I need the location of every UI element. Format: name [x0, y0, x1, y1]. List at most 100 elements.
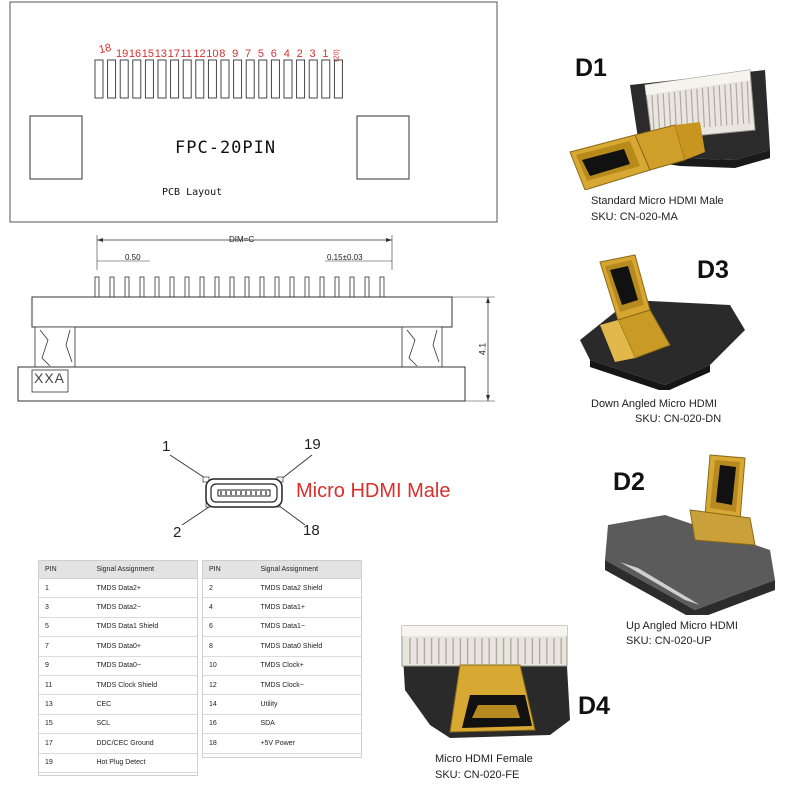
- d3-adapter-illustration: [580, 254, 745, 390]
- pcb-pin-number: 17: [167, 48, 180, 60]
- signal-assignment-cell: TMDS Data0 Shield: [254, 636, 361, 657]
- pcb-pad: [157, 59, 167, 99]
- pcb-pad: [220, 59, 230, 99]
- signal-assignment-cell: DDC/CEC Ground: [90, 733, 197, 754]
- pcb-pin-number: 18: [97, 41, 113, 57]
- side-view-pin: [259, 276, 265, 298]
- product-d2: D2 Up Angled Micro HDMI SKU: CN-020-UP: [590, 450, 800, 650]
- side-view-pin: [184, 276, 190, 298]
- side-view-pin: [169, 276, 175, 298]
- signal-assignment-cell: Hot Plug Detect: [90, 753, 197, 773]
- pcb-pin-number: 6: [270, 48, 277, 60]
- product-code-d4: D4: [578, 692, 610, 720]
- product-code-d1: D1: [575, 54, 607, 82]
- fpc-contact: [685, 90, 689, 130]
- side-view-pin: [214, 276, 220, 298]
- side-view-drawing: [17, 235, 495, 402]
- pcb-pin-number: 1: [322, 48, 329, 60]
- pcb-pin-number: 5: [257, 48, 265, 60]
- d4-adapter-illustration: [401, 625, 570, 738]
- pcb-pad: [333, 59, 343, 99]
- pin-number-cell: 7: [39, 636, 91, 657]
- side-view-pin: [274, 276, 280, 298]
- connector-side-view: DIM=C 0.50 0.15±0.03 4.1 XXA: [0, 230, 500, 415]
- pcb-pad: [308, 59, 318, 99]
- signal-assignment-cell: TMDS Data1−: [254, 617, 361, 638]
- fpc-contact: [657, 94, 661, 132]
- micro-hdmi-port-diagram: [169, 454, 313, 526]
- pin-number-cell: 3: [39, 597, 91, 618]
- signal-assignment-cell: TMDS Data1 Shield: [90, 617, 197, 638]
- fpc-contact: [651, 94, 655, 133]
- side-view-pin: [379, 276, 385, 298]
- pcb-pad: [296, 59, 306, 99]
- side-view-pin: [289, 276, 295, 298]
- pcb-pad: [170, 59, 180, 99]
- fpc-contact: [724, 84, 728, 126]
- pin-number-cell: 16: [203, 714, 255, 735]
- fpc-contact: [701, 87, 705, 128]
- tolerance-label: 0.15±0.03: [327, 253, 363, 262]
- product-sku-d4: SKU: CN-020-FE: [435, 769, 520, 781]
- side-view-pin: [319, 276, 325, 298]
- pin-number-cell: 19: [39, 753, 91, 773]
- fpc-contact: [735, 82, 739, 125]
- signal-assignment-cell: TMDS Data2−: [90, 597, 197, 618]
- pin-number-cell: 10: [203, 656, 255, 676]
- table-header-row: PIN Signal Assignment: [203, 561, 361, 579]
- connector-label: FPC-20PIN: [175, 138, 277, 158]
- table-header-row: PIN Signal Assignment: [39, 561, 197, 579]
- signal-column-header: Signal Assignment: [254, 561, 361, 579]
- side-view-pin: [349, 276, 355, 298]
- product-code-d3: D3: [697, 256, 729, 284]
- pin-number-cell: 2: [203, 578, 255, 599]
- signal-assignment-cell: TMDS Data2+: [90, 578, 197, 599]
- side-view-pin: [304, 276, 310, 298]
- side-view-pin: [154, 276, 160, 298]
- hdmi-pin-18-label: 18: [303, 522, 320, 539]
- pin-number-cell: 5: [39, 617, 91, 638]
- pin-column-header: PIN: [203, 561, 255, 579]
- pcb-pin-number: 12: [193, 48, 206, 60]
- side-view-pin: [94, 276, 100, 298]
- pcb-pin-number: 4: [283, 48, 290, 60]
- fpc-contact: [746, 81, 750, 124]
- pcb-pin-number: 9: [232, 48, 239, 60]
- fpc-contact: [741, 82, 745, 125]
- pin-number-cell: 1: [39, 578, 91, 599]
- pcb-pad: [195, 59, 205, 99]
- signal-assignment-cell: TMDS Data0−: [90, 656, 197, 676]
- d1-adapter-illustration: [569, 69, 770, 190]
- side-view-pin: [109, 276, 115, 298]
- micro-hdmi-title: Micro HDMI Male: [296, 480, 451, 502]
- product-sku-d1: SKU: CN-020-MA: [591, 211, 678, 223]
- pcb-pin-number: 16: [128, 48, 142, 60]
- hdmi-pin-19-label: 19: [304, 436, 321, 453]
- product-d1: D1 Standard Micro HDMI Male SKU: CN-020-…: [560, 40, 800, 240]
- signal-column-header: Signal Assignment: [90, 561, 197, 579]
- product-name-d4: Micro HDMI Female: [435, 753, 533, 765]
- pcb-pad: [270, 59, 280, 99]
- pin-number-cell: 13: [39, 694, 91, 715]
- mount-pad-left: [29, 115, 83, 180]
- pin-number-cell: 12: [203, 675, 255, 696]
- signal-assignment-cell: SDA: [254, 714, 361, 735]
- pcb-pad: [94, 59, 104, 99]
- pcb-pin-number: 15: [141, 48, 155, 60]
- pcb-pad: [207, 59, 217, 99]
- micro-hdmi-pinout: 1 19 2 18 Micro HDMI Male: [140, 430, 500, 550]
- product-d4: D4 Micro HDMI Female SKU: CN-020-FE: [390, 610, 630, 800]
- side-view-pin: [364, 276, 370, 298]
- pin-number-cell: 15: [39, 714, 91, 735]
- pcb-pin-number: 11: [180, 48, 192, 60]
